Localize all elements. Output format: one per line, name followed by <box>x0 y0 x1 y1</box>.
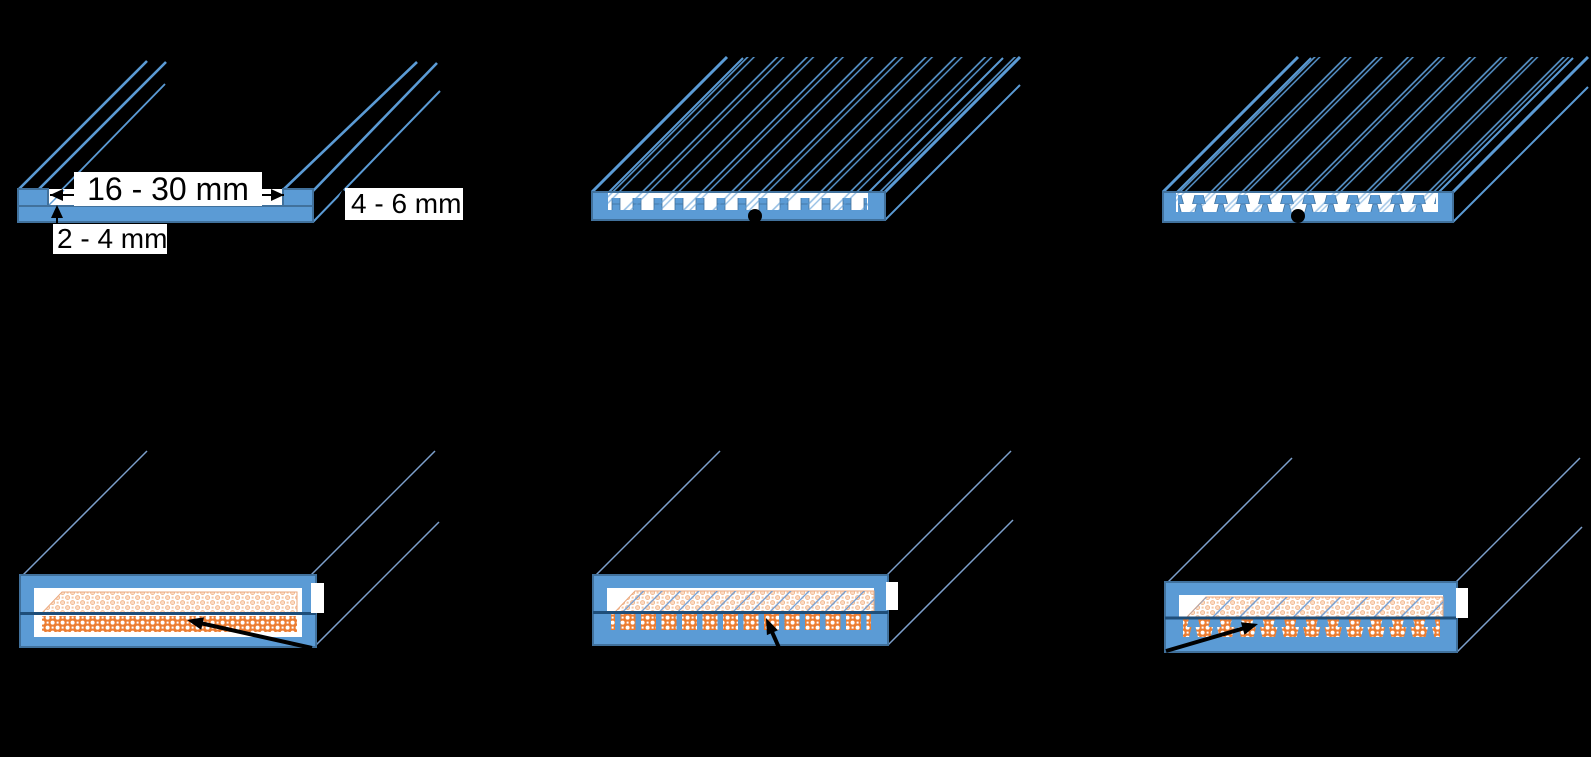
channel-base <box>17 205 314 223</box>
panel-foam-smooth-channel <box>19 450 440 650</box>
panel-foam-trap-fin-channel <box>1164 457 1583 653</box>
extrusion-lines <box>590 55 1022 221</box>
panel-trap-fin-channel <box>1161 55 1590 223</box>
channel-width-label: 16 - 30 mm <box>74 172 262 206</box>
port-tab <box>311 583 324 613</box>
panel-rect-fin-channel <box>590 55 1022 223</box>
extrusion-lines <box>1166 457 1583 653</box>
foam-top-surface <box>40 591 298 614</box>
channel-top-surface <box>1163 57 1588 192</box>
fin-array <box>611 614 871 630</box>
channel-wall-right <box>282 188 314 207</box>
foam-arrow <box>1165 622 1258 653</box>
foam-arrow <box>187 617 313 650</box>
foam-arrow <box>766 618 782 651</box>
extrusion-lines <box>1161 55 1590 223</box>
channel-wall-left <box>17 188 49 207</box>
extrusion-lines <box>17 60 441 223</box>
channel-height-label: 4 - 6 mm <box>345 188 463 220</box>
marker-dot <box>1291 209 1305 223</box>
foam-front-face <box>42 616 297 632</box>
base-thickness-label: 2 - 4 mm <box>53 224 167 254</box>
port-tab <box>886 582 898 610</box>
extrusion-lines <box>21 450 440 648</box>
port-tab <box>1456 588 1468 618</box>
panel-foam-rect-fin-channel <box>592 450 1014 651</box>
extrusion-lines <box>594 450 1014 646</box>
channel-top-surface <box>592 57 1020 192</box>
marker-dot <box>748 209 762 223</box>
